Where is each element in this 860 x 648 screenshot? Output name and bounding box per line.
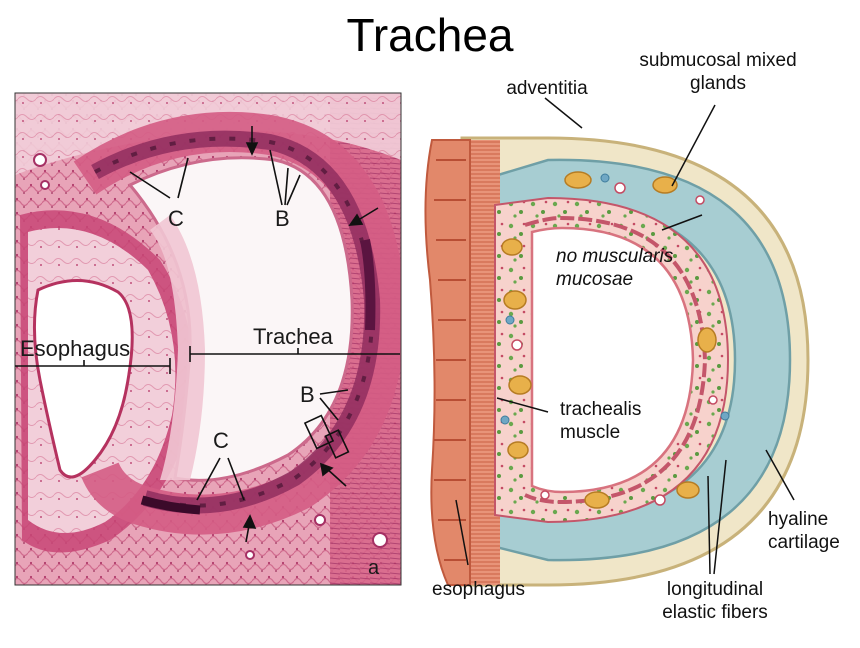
trachea-micro-label: Trachea <box>253 324 333 349</box>
elastic-fibers-label: longitudinal elastic fibers <box>662 579 768 623</box>
esophagus-micro-label: Esophagus <box>20 336 131 361</box>
page-title: Trachea <box>346 9 514 61</box>
micrograph-image <box>15 93 401 585</box>
esophagus-strip <box>424 139 471 586</box>
blood-vessels <box>511 182 718 506</box>
gland-ducts <box>500 173 730 425</box>
b-right-label: B <box>300 382 315 407</box>
micrograph-annotations <box>15 126 400 543</box>
trachealis-label: trachealis muscle <box>560 399 642 443</box>
submucosal-glands-label: submucosal mixed glands <box>639 50 797 94</box>
adventitia-label: adventitia <box>506 78 588 99</box>
hyaline-cartilage-ring <box>486 158 792 562</box>
lumen <box>530 226 695 494</box>
c-bottom-label: C <box>213 428 229 453</box>
epithelium-line <box>524 215 708 505</box>
submucosal-glands <box>501 171 717 509</box>
trachealis-band <box>470 140 500 585</box>
diagram-leaders <box>455 97 795 575</box>
esophagus-texture <box>434 159 466 561</box>
b-top-label: B <box>275 206 290 231</box>
hyaline-cartilage-label: hyaline cartilage <box>768 509 840 553</box>
panel-letter: a <box>368 557 380 579</box>
esophagus-label: esophagus <box>432 579 525 600</box>
no-muscularis-label: no muscularis mucosae <box>556 246 674 290</box>
c-top-label: C <box>168 206 184 231</box>
